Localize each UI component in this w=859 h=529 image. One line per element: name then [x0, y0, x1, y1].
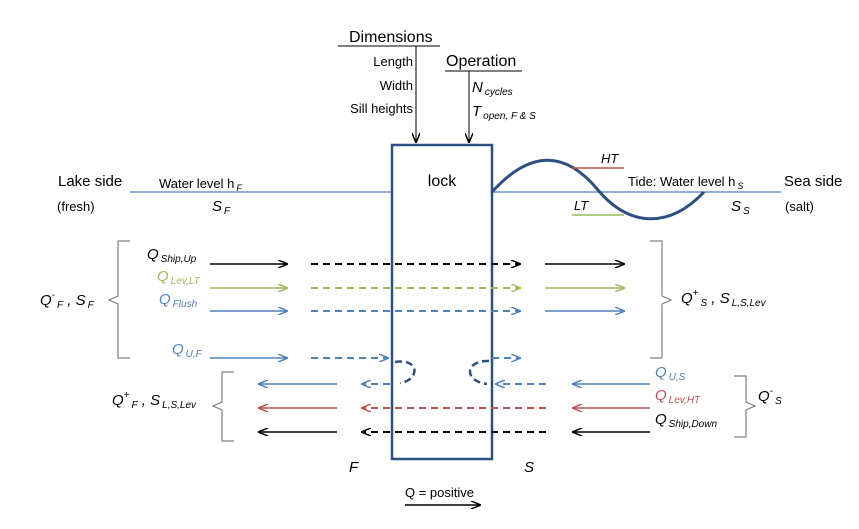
left-upper-brace — [107, 240, 130, 359]
sea-salt-label: (salt) — [785, 199, 814, 214]
dimension-item-sill-heights: Sill heights — [350, 101, 413, 116]
right-upper-brace — [650, 240, 673, 359]
right-lower-brace — [734, 375, 757, 438]
lock-chamber — [390, 143, 494, 461]
tide-wave — [490, 158, 706, 221]
gate-f-label: F — [349, 459, 359, 476]
left-lower-brace — [211, 371, 234, 442]
dimension-item-width: Width — [380, 78, 413, 93]
positive-flow-legend: Q = positive — [405, 485, 474, 500]
low-tide-label: LT — [574, 198, 589, 213]
dimensions-title: Dimensions — [349, 29, 433, 46]
sea-side-label: Sea side — [784, 173, 842, 190]
flow-arrows-westward — [259, 384, 650, 432]
lake-gate-exchange-loop — [394, 360, 416, 385]
flow-arrows-eastward — [210, 264, 624, 358]
q-minus-s-group-label: Q-S — [758, 386, 782, 407]
lake-fresh-label: (fresh) — [57, 199, 95, 214]
high-tide-label: HT — [601, 151, 619, 166]
sea-gate-exchange-loop — [468, 359, 490, 386]
lake-side-label: Lake side — [58, 173, 122, 190]
operation-title: Operation — [446, 53, 516, 70]
lock-label: lock — [428, 173, 457, 190]
gate-s-label: S — [524, 459, 534, 476]
dimension-item-length: Length — [373, 54, 413, 69]
